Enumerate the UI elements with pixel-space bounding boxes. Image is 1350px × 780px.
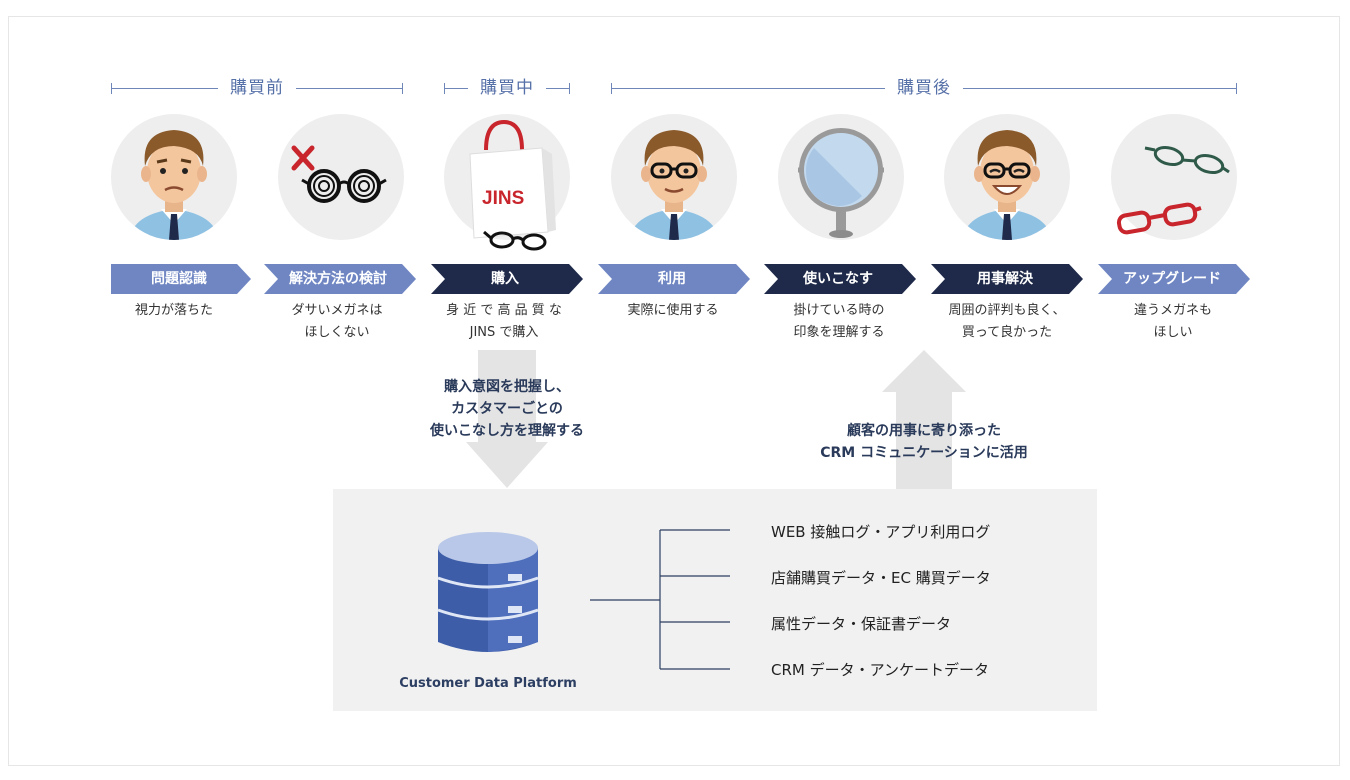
step-use: 利用 [598,264,750,294]
happy-man-icon [944,114,1070,240]
step-description: ダサいメガネは ほしくない [264,300,410,344]
bag-brand-text: JINS [482,188,524,209]
database-icon [437,532,539,652]
step-title: 用事解決 [977,271,1033,287]
phase-label: 購買後 [885,78,963,99]
step-title: 解決方法の検討 [289,271,387,287]
phase-during: 購買中 [444,78,570,100]
step-job-done: 用事解決 [931,264,1083,294]
step-title: 使いこなす [803,271,873,287]
desc-line: 実際に使用する [627,303,719,318]
step-description: 違うメガネも ほしい [1100,300,1246,344]
step-chevron-shape [431,264,583,294]
note-line: 顧客の用事に寄り添った [847,423,1001,439]
bad-glasses-icon [278,114,404,240]
step-description: 身 近 で 高 品 質 な JINS で購入 [431,300,577,344]
step-title: 購入 [491,271,519,287]
data-item-attribute-data: 属性データ・保証書データ [771,615,952,633]
desc-line: 印象を理解する [793,325,885,340]
mirror-icon [778,114,904,240]
data-connector-lines [590,529,730,670]
step-description: 視力が落ちた [101,300,247,322]
cdp-label: Customer Data Platform [399,676,577,691]
phase-before: 購買前 [111,78,403,100]
data-item-purchase-data: 店舗購買データ・EC 購買データ [771,569,991,587]
step-purchase: 購入 [431,264,583,294]
note-line: CRM コミュニケーションに活用 [820,445,1028,461]
step-chevron-shape [111,264,251,294]
step-description: 実際に使用する [600,300,746,322]
step-chevron-shape [931,264,1083,294]
phase-label: 購買中 [468,78,546,99]
note-line: カスタマーごとの [451,401,563,417]
step-master: 使いこなす [764,264,916,294]
step-title: アップグレード [1123,271,1221,287]
desc-line: 買って良かった [961,325,1053,340]
step-chevron-shape [264,264,416,294]
desc-line: 違うメガネも [1133,303,1212,318]
crm-note: 顧客の用事に寄り添った CRM コミュニケーションに活用 [796,420,1052,464]
desc-line: 掛けている時の [793,303,885,318]
worried-man-icon [111,114,237,240]
step-chevron-shape [1098,264,1250,294]
up-arrow-icon [882,350,966,490]
note-line: 購入意図を把握し、 [444,379,570,395]
step-chevron-shape [598,264,750,294]
purchase-intent-note: 購入意図を把握し、 カスタマーごとの 使いこなし方を理解する [400,376,614,442]
shopping-bag-icon: JINS [444,114,570,251]
down-arrow-icon [466,350,548,488]
phase-after: 購買後 [611,78,1237,100]
phase-label: 購買前 [218,78,296,99]
desc-line: 身 近 で 高 品 質 な [446,303,562,318]
desc-line: ほしい [1153,325,1193,340]
desc-line: 周囲の評判も良く、 [948,303,1066,318]
note-line: 使いこなし方を理解する [430,423,584,439]
desc-line: 視力が落ちた [134,303,213,318]
step-title: 問題認識 [151,271,207,287]
data-item-crm-data: CRM データ・アンケートデータ [771,661,990,679]
new-glasses-icon [1111,114,1237,240]
desc-line: ほしくない [304,325,370,340]
step-upgrade: アップグレード [1098,264,1250,294]
step-problem-recognition: 問題認識 [111,264,251,294]
man-with-glasses-icon [611,114,737,240]
step-title: 利用 [658,271,686,287]
step-description: 周囲の評判も良く、 買って良かった [928,300,1086,344]
step-description: 掛けている時の 印象を理解する [766,300,912,344]
step-solution-review: 解決方法の検討 [264,264,416,294]
desc-line: JINS で購入 [469,325,539,340]
step-chevron-shape [764,264,916,294]
data-item-web-log: WEB 接触ログ・アプリ利用ログ [771,523,991,541]
desc-line: ダサいメガネは [291,303,383,318]
